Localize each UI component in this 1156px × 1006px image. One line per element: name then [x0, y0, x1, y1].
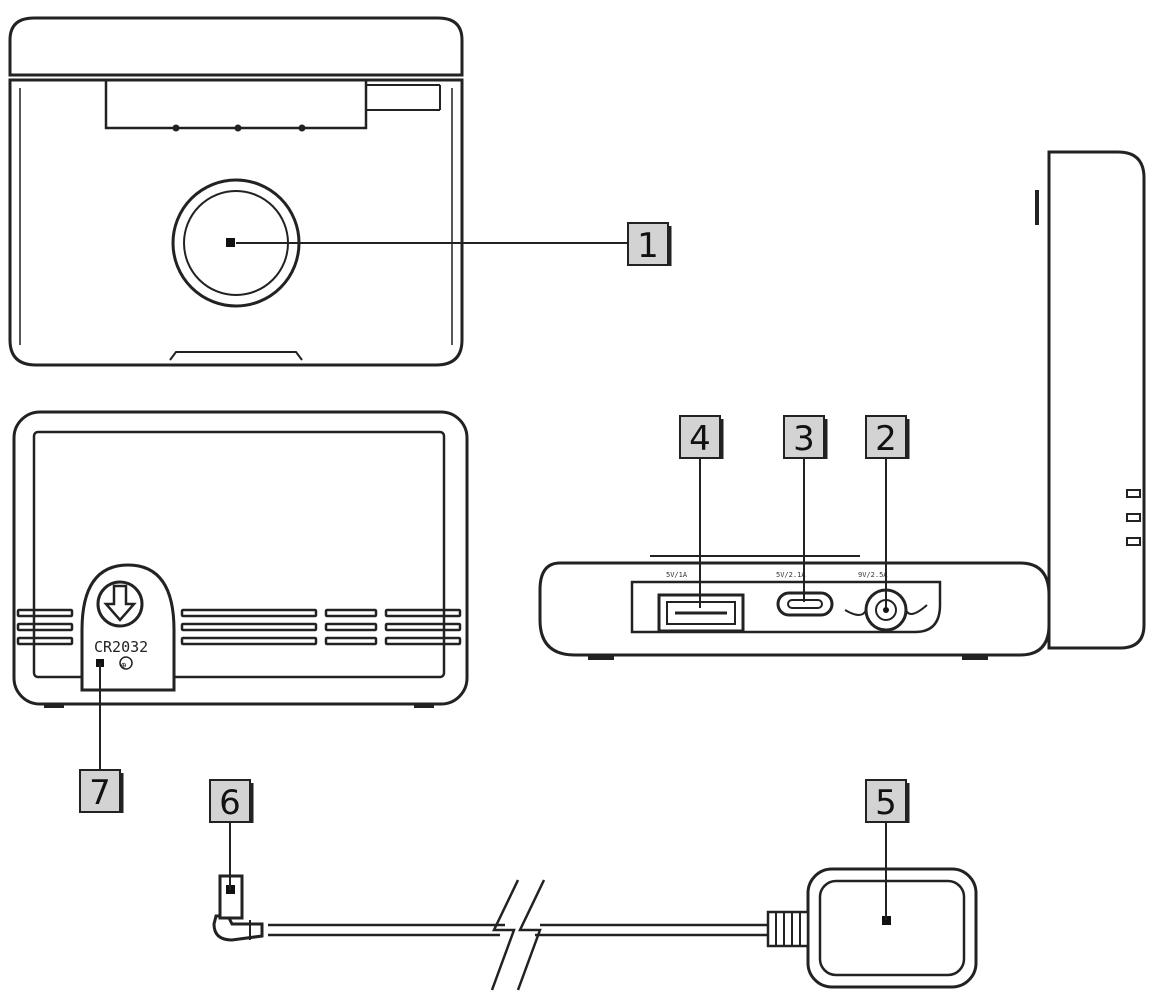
- hinge-block: [104, 78, 368, 130]
- callout-2: 2: [865, 415, 910, 459]
- cable-break-symbol: [490, 879, 520, 991]
- screen-panel: [1047, 150, 1146, 650]
- svg-text:5: 5: [875, 783, 897, 823]
- callout-6: 6: [209, 779, 254, 823]
- svg-text:1: 1: [637, 226, 659, 266]
- usb-port-label: 5V/1A: [666, 571, 688, 579]
- battery-model-label: CR2032: [94, 638, 148, 656]
- top-body: [8, 78, 464, 367]
- device-side-view: [538, 150, 1146, 660]
- svg-text:7: 7: [89, 773, 111, 813]
- battery-plus-icon: [119, 656, 133, 670]
- device-bottom-view: [12, 410, 469, 708]
- pad-center-marker: [226, 238, 235, 247]
- dc-plug: [212, 874, 264, 942]
- device-top-view: [8, 16, 464, 367]
- callout-3: 3: [783, 415, 828, 459]
- callout-5: 5: [865, 779, 910, 823]
- open-arrow-icon: [103, 584, 137, 622]
- svg-text:3: 3: [793, 419, 815, 459]
- callout-4: 4: [679, 415, 724, 459]
- callout-1: 1: [627, 222, 672, 266]
- callout-7: 7: [79, 769, 124, 813]
- svg-text:2: 2: [875, 419, 897, 459]
- battery-latch: [96, 580, 144, 628]
- battery-door: [80, 563, 176, 692]
- adapter-center-marker: [882, 916, 891, 925]
- power-adapter: [766, 867, 978, 989]
- svg-text:4: 4: [689, 419, 711, 459]
- dc-port-label: 9V/2.5A: [858, 571, 888, 579]
- typec-port-label: 5V/2.1A: [776, 571, 806, 579]
- battery-polarity-label: ⊕: [121, 661, 126, 671]
- power-cable: [268, 879, 768, 991]
- dc-jack-center: [883, 607, 889, 613]
- lid-edge: [8, 16, 464, 77]
- svg-text:6: 6: [219, 783, 241, 823]
